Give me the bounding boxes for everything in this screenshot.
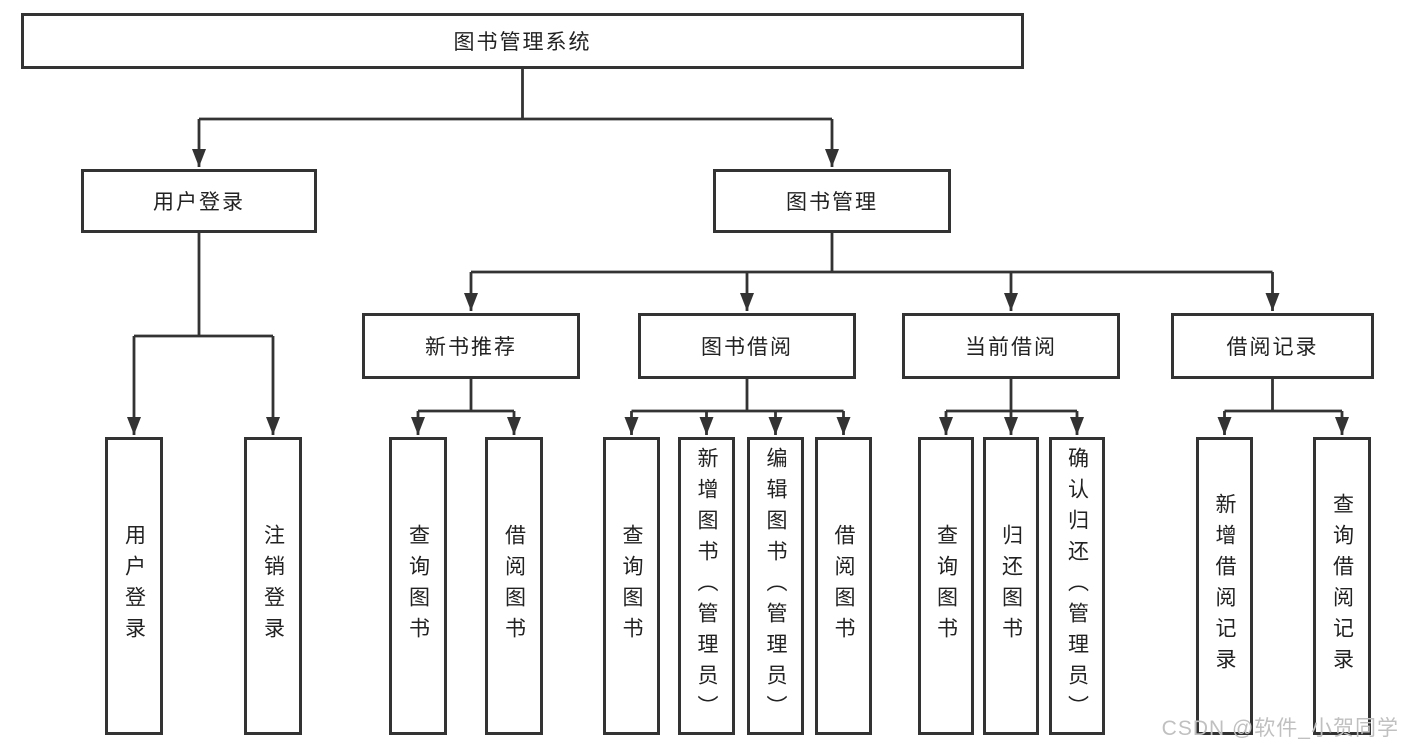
leaf-borrow-books-recommend: 借阅图书: [485, 437, 543, 735]
leaf-add-borrow-record: 新增借阅记录: [1196, 437, 1253, 735]
node-borrow-records: 借阅记录: [1171, 313, 1374, 379]
leaf-query-books-current: 查询图书: [918, 437, 974, 735]
node-current-borrow: 当前借阅: [902, 313, 1120, 379]
leaf-user-login: 用户登录: [105, 437, 163, 735]
leaf-confirm-return-admin: 确认归还（管理员）: [1049, 437, 1105, 735]
node-book-management: 图书管理: [713, 169, 951, 233]
leaf-query-borrow-record: 查询借阅记录: [1313, 437, 1371, 735]
leaf-edit-books-admin: 编辑图书（管理员）: [747, 437, 804, 735]
node-new-book-recommend: 新书推荐: [362, 313, 580, 379]
leaf-add-books-admin: 新增图书（管理员）: [678, 437, 735, 735]
node-root: 图书管理系统: [21, 13, 1024, 69]
leaf-return-books: 归还图书: [983, 437, 1039, 735]
leaf-query-books-borrow: 查询图书: [603, 437, 660, 735]
leaf-query-books-recommend: 查询图书: [389, 437, 447, 735]
leaf-borrow-books: 借阅图书: [815, 437, 872, 735]
node-book-borrow: 图书借阅: [638, 313, 856, 379]
csdn-watermark: CSDN @软件_小贺同学: [1161, 717, 1399, 740]
node-user-login: 用户登录: [81, 169, 317, 233]
leaf-logout: 注销登录: [244, 437, 302, 735]
